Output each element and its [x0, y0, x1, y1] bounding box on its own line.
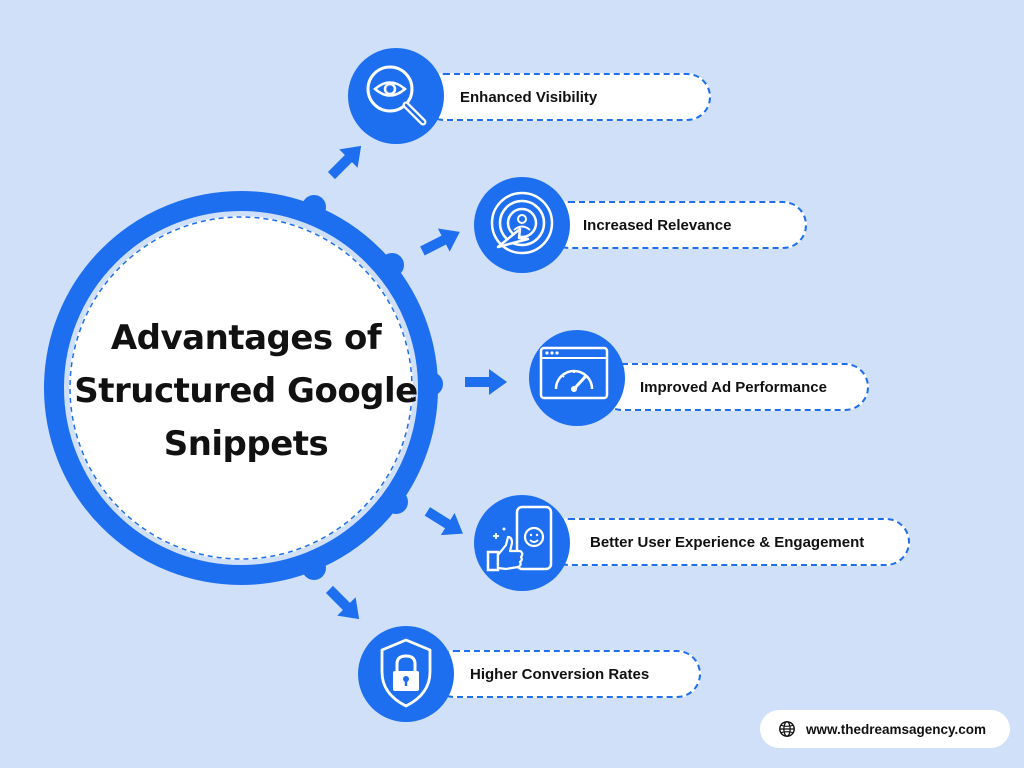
arrow-3 — [465, 369, 507, 395]
ring-knob-2 — [380, 253, 404, 277]
hub-title-line-3: Snippets — [163, 424, 329, 464]
advantage-pill-4: Better User Experience & Engagement — [545, 518, 910, 566]
arrow-2 — [420, 228, 460, 256]
advantage-pill-2: Increased Relevance — [545, 201, 807, 249]
advantage-label-1: Enhanced Visibility — [460, 88, 598, 106]
ring-knob-4 — [384, 490, 408, 514]
hub-inner-circle — [69, 216, 413, 560]
arrow-5 — [325, 585, 360, 620]
hub-title-line-2: Structured Google — [74, 371, 418, 411]
advantage-label-3: Improved Ad Performance — [640, 378, 827, 396]
hub-title: Advantages of Structured Google Snippets — [72, 312, 420, 471]
advantage-pill-3: Improved Ad Performance — [598, 363, 869, 411]
eye-magnifier-icon — [348, 48, 444, 144]
advantage-pill-1: Enhanced Visibility — [420, 73, 711, 121]
arrow-1 — [327, 145, 362, 180]
hub-title-line-1: Advantages of — [110, 318, 382, 358]
advantage-label-2: Increased Relevance — [583, 216, 732, 234]
ring-knob-1 — [302, 195, 326, 219]
arrow-4 — [424, 507, 463, 536]
shield-lock-icon — [358, 626, 454, 722]
advantage-label-4: Better User Experience & Engagement — [590, 533, 865, 551]
globe-icon — [779, 721, 795, 737]
website-url[interactable]: www.thedreamsagency.com — [806, 721, 987, 737]
target-cursor-icon — [474, 177, 570, 273]
speedometer-browser-icon — [529, 330, 625, 426]
advantage-pill-5: Higher Conversion Rates — [430, 650, 701, 698]
ring-knob-3 — [419, 372, 443, 396]
website-badge[interactable]: www.thedreamsagency.com — [760, 710, 1010, 748]
hub-dashed-ring — [69, 216, 413, 560]
phone-thumbs-up-icon — [474, 495, 570, 591]
ring-knob-5 — [302, 556, 326, 580]
advantage-label-5: Higher Conversion Rates — [470, 665, 650, 683]
